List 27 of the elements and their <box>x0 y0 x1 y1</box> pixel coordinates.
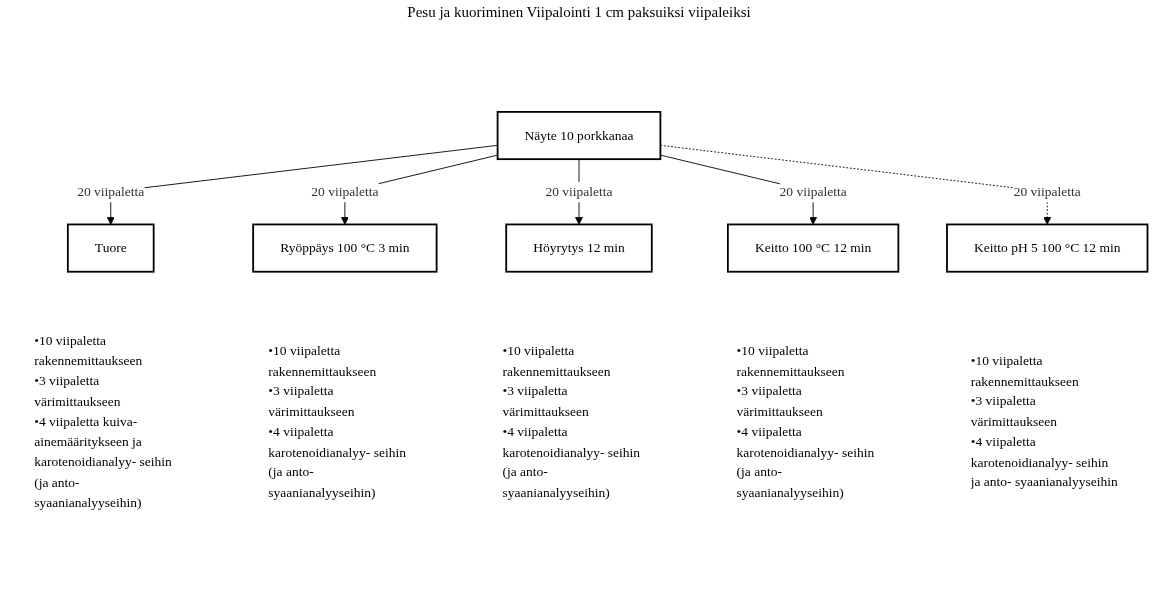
node-label: •10 viipaletta rakennemittaukseen <box>502 343 611 378</box>
node-label: •4 viipaletta kuiva- ainemääritykseen ja karotenoidianalyy- seihin (ja anto- syaanianalyyseihin) <box>34 414 172 510</box>
edge-label: 20 viipaletta <box>77 184 145 199</box>
edge-label: 20 viipaletta <box>779 184 847 199</box>
node-box: Keitto pH 5 100 °C 12 min <box>946 223 1149 273</box>
node-label: •4 viipaletta karotenoidianalyy- seihin (ja anto- syaanianalyyseihin) <box>268 424 406 500</box>
node-label: •4 viipaletta karotenoidianalyy- seihin ja anto- syaanianalyyseihin <box>970 434 1118 490</box>
node-label: •10 viipaletta rakennemittaukseen <box>736 343 845 378</box>
node-label: •3 viipaletta värimittaukseen <box>970 393 1057 429</box>
edge-label: 20 viipaletta <box>1013 184 1081 199</box>
node-label: •4 viipaletta karotenoidianalyy- seihin (ja anto- syaanianalyyseihin) <box>502 424 641 500</box>
node-label: •10 viipaletta rakennemittaukseen <box>34 332 143 368</box>
node-label: •3 viipaletta värimittaukseen <box>268 383 355 419</box>
edge-label: 20 viipaletta <box>311 184 379 199</box>
node-label: •3 viipaletta värimittaukseen <box>502 383 589 419</box>
node-label: •4 viipaletta karotenoidianalyy- seihin (ja anto- syaanianalyyseihin) <box>736 424 875 500</box>
node-box: Tuore <box>66 223 155 273</box>
node-box: Näyte 10 porkkanaa <box>496 111 662 161</box>
process-note: Pesu ja kuoriminen Viipalointi 1 cm paksuiksi viipaleiksi <box>407 4 751 21</box>
node-box: Ryöppäys 100 °C 3 min <box>252 223 438 273</box>
edge-label: 20 viipaletta <box>545 184 613 199</box>
node-label: •3 viipaletta värimittaukseen <box>34 373 121 409</box>
node-box: Keitto 100 °C 12 min <box>726 223 900 273</box>
node-label: •10 viipaletta rakennemittaukseen <box>268 343 377 378</box>
node-label: •3 viipaletta värimittaukseen <box>736 383 823 419</box>
node-box: Höyrytys 12 min <box>505 223 653 273</box>
node-label: •10 viipaletta rakennemittaukseen <box>970 353 1079 388</box>
